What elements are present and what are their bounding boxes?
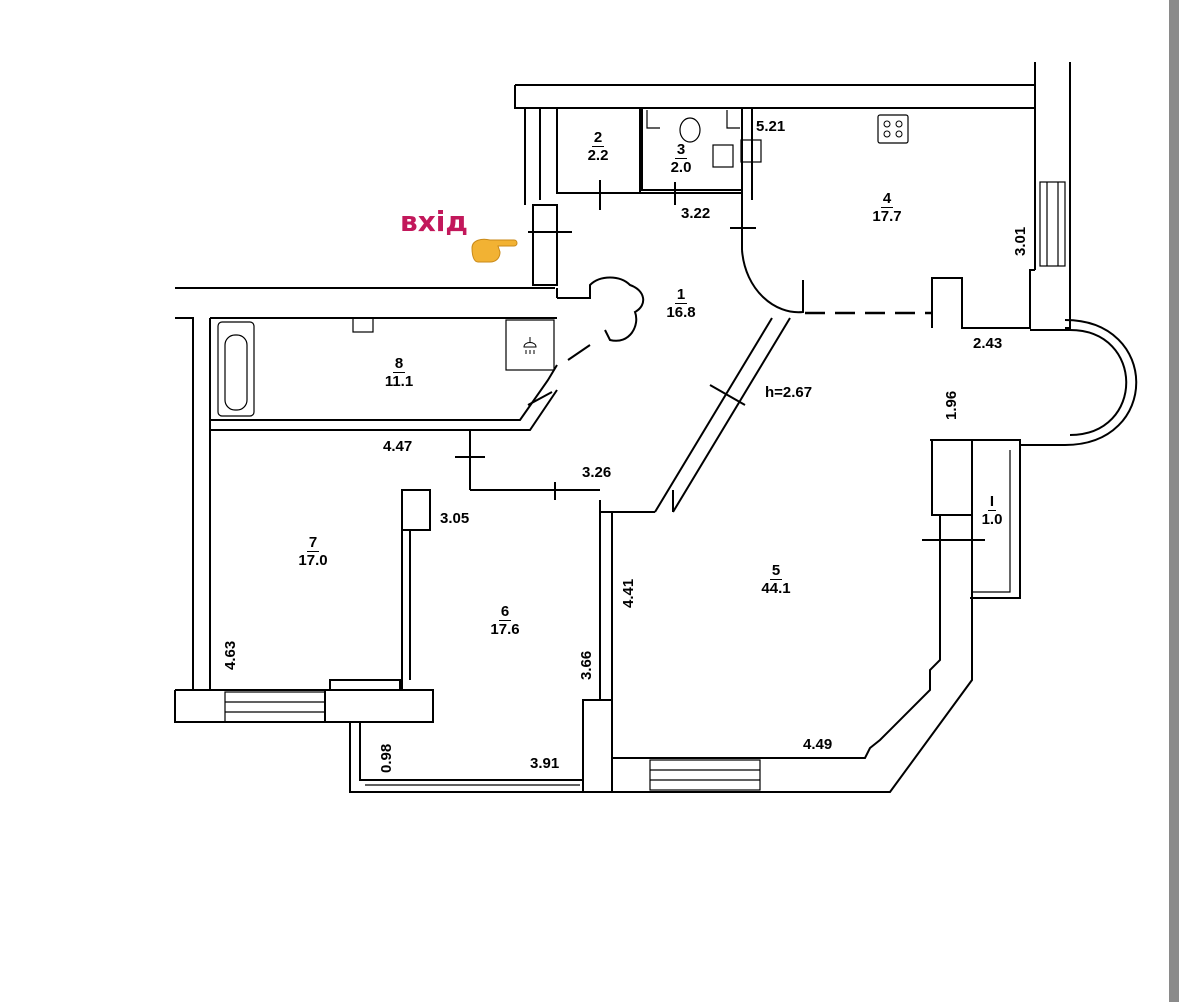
- shower-icon: [520, 335, 540, 357]
- dimension-label: 1.96: [943, 390, 960, 420]
- ceiling-height: h=2.67: [765, 384, 813, 401]
- room-area: 2.2: [587, 147, 609, 164]
- room-area: 44.1: [761, 580, 791, 597]
- dimension-label: 3.05: [440, 510, 470, 527]
- bathtub-icon: [218, 322, 254, 416]
- dimension-label: 0.98: [378, 743, 395, 773]
- room-number: 4: [880, 190, 894, 208]
- room-number: I: [987, 493, 997, 511]
- room-area: 2.0: [670, 159, 692, 176]
- dimension-label: 5.21: [756, 118, 786, 135]
- scrollbar-edge: [1169, 0, 1179, 1002]
- room-number: 7: [306, 534, 320, 552]
- room-number: 6: [498, 603, 512, 621]
- dimension-label: 4.49: [803, 736, 833, 753]
- toilet-icon: [678, 116, 702, 144]
- stove-icon: [880, 117, 906, 141]
- room-area: 11.1: [384, 373, 414, 390]
- dimension-label: 3.66: [578, 650, 595, 680]
- room-area: 17.6: [490, 621, 520, 638]
- sink-icon: [713, 145, 733, 167]
- dimension-label: 4.41: [620, 578, 637, 608]
- dimension-label: 3.01: [1012, 226, 1029, 256]
- room-number: 2: [591, 129, 605, 147]
- dimension-label: 4.63: [222, 640, 239, 670]
- dimension-label: 3.22: [681, 205, 711, 222]
- room-number: 3: [674, 141, 688, 159]
- entrance-label: вхід: [400, 205, 468, 238]
- pointing-hand-icon: [468, 232, 520, 266]
- dimension-label: 3.91: [530, 755, 560, 772]
- room-number: 8: [392, 355, 406, 373]
- room-area: 17.7: [872, 208, 902, 225]
- dimension-label: 4.47: [383, 438, 413, 455]
- dimension-label: 3.26: [582, 464, 612, 481]
- dimension-label: 2.43: [973, 335, 1003, 352]
- room-number: 1: [674, 286, 688, 304]
- room-area: 17.0: [298, 552, 328, 569]
- room-area: 16.8: [666, 304, 696, 321]
- room-number: 5: [769, 562, 783, 580]
- room-area: 1.0: [981, 511, 1003, 528]
